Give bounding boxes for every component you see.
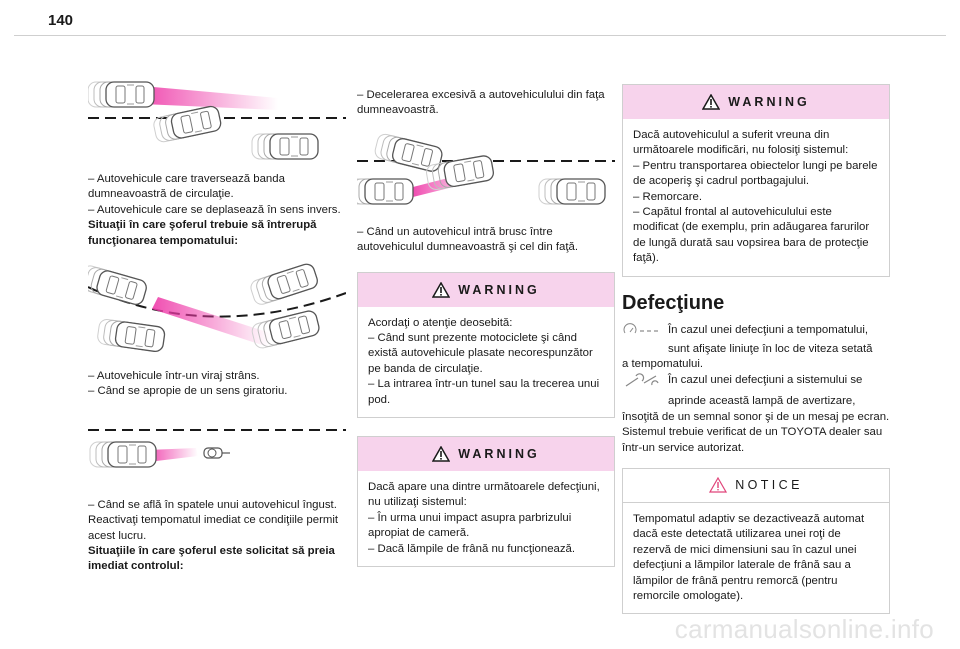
warning-text: Dacă autovehiculul a suferit vreuna din … — [633, 129, 849, 157]
warning-header: WARNING — [358, 272, 614, 307]
illustration-sharp-curve — [88, 263, 346, 354]
malfunction-dealer-text: Sistemul trebuie verificat de un TOYOTA … — [622, 426, 883, 454]
cruise-control-dashes-icon — [622, 322, 668, 342]
warning-title: WARNING — [728, 95, 810, 109]
notice-text: Tempomatul adaptiv se dezactivează autom… — [633, 512, 865, 602]
page-number: 140 — [48, 12, 74, 29]
warning-text: Dacă apare una dintre următoarele defecţ… — [368, 481, 600, 509]
text-roundabout: – Când se apropie de un sens giratoriu. — [88, 385, 288, 398]
column-3: WARNING Dacă autovehiculul a suferit vre… — [622, 84, 890, 615]
warning-text: – În urma unui impact asupra parbrizului… — [368, 511, 572, 540]
text-crossing-vehicles: – Autovehicule care traversează banda du… — [88, 173, 285, 201]
header-divider — [14, 35, 946, 36]
warning-header: WARNING — [623, 85, 889, 119]
malfunction-text: În cazul unei defecţiuni a sistemului se — [668, 373, 863, 386]
text-reactivate: Reactivaţi tempomatul imediat ce condiţi… — [88, 514, 339, 542]
malfunction-text: sunt afişate liniuţe în loc de viteza se… — [668, 343, 873, 356]
malfunction-text: însoţită de un semnal sonor şi de un mes… — [622, 410, 890, 423]
notice-box: NOTICE Tempomatul adaptiv se dezactiveaz… — [622, 467, 890, 615]
watermark: carmanualsonline.info — [674, 614, 934, 644]
text-cut-in: – Când un autovehicul intră brusc între … — [357, 225, 578, 254]
section-title-malfunction: Defecţiune — [622, 291, 725, 314]
heading-interrupt-cruise: Situaţii în care şoferul trebuie să într… — [88, 219, 317, 247]
heading-take-control: Situaţiile în care şoferul este solicita… — [88, 545, 335, 573]
text-narrow-vehicle: – Când se află în spatele unui autovehic… — [88, 498, 337, 511]
warning-text: – Dacă lămpile de frână nu funcţionează. — [368, 542, 576, 555]
column-1: – Autovehicule care traversează banda du… — [88, 68, 346, 575]
text-oncoming-vehicles: – Autovehicule care se deplasează în sen… — [88, 203, 341, 216]
warning-triangle-icon — [432, 446, 451, 462]
warning-box-malfunction: WARNING Dacă apare una dintre următoarel… — [357, 436, 615, 568]
warning-text: – Când sunt prezente motociclete şi când… — [368, 332, 593, 375]
warning-text: – La intrarea într-un tunel sau la trece… — [368, 378, 600, 406]
column-2: – Decelerarea excesivă a autovehiculului… — [357, 88, 615, 568]
notice-triangle-icon — [709, 477, 728, 494]
warning-text: – Capătul frontal al autovehiculului est… — [633, 206, 870, 265]
warning-title: WARNING — [458, 282, 540, 297]
illustration-narrow-vehicle — [88, 428, 346, 468]
illustration-cut-in-vehicle — [357, 131, 615, 205]
warning-box-modifications: WARNING Dacă autovehiculul a suferit vre… — [622, 84, 890, 277]
warning-title: WARNING — [458, 447, 540, 462]
warning-text: Acordaţi o atenţie deosebită: — [368, 316, 513, 329]
notice-header: NOTICE — [623, 468, 889, 503]
text-sharp-curve: – Autovehicule într-un viraj strâns. — [88, 370, 260, 383]
illustration-crossing-vehicles — [88, 81, 346, 160]
notice-title: NOTICE — [735, 478, 803, 493]
warning-header: WARNING — [358, 437, 614, 472]
malfunction-text: În cazul unei defecţiuni a tempomatului, — [668, 323, 869, 336]
malfunction-text: a tempomatului. — [622, 358, 704, 371]
warning-box-attention: WARNING Acordaţi o atenţie deosebită: – … — [357, 271, 615, 419]
warning-triangle-icon — [702, 94, 721, 110]
warning-triangle-icon — [432, 281, 451, 298]
warning-text: – Pentru transportarea obiectelor lungi … — [633, 159, 878, 188]
malfunction-text: aprinde această lampă de avertizare, — [668, 395, 856, 408]
wrench-warning-icon — [622, 373, 668, 394]
malfunction-system-block: În cazul unei defecţiuni a sistemului se… — [622, 373, 890, 425]
warning-text: – Remorcare. — [633, 190, 703, 203]
malfunction-cruise-block: În cazul unei defecţiuni a tempomatului,… — [622, 322, 890, 373]
text-excessive-deceleration: – Decelerarea excesivă a autovehiculului… — [357, 89, 605, 117]
